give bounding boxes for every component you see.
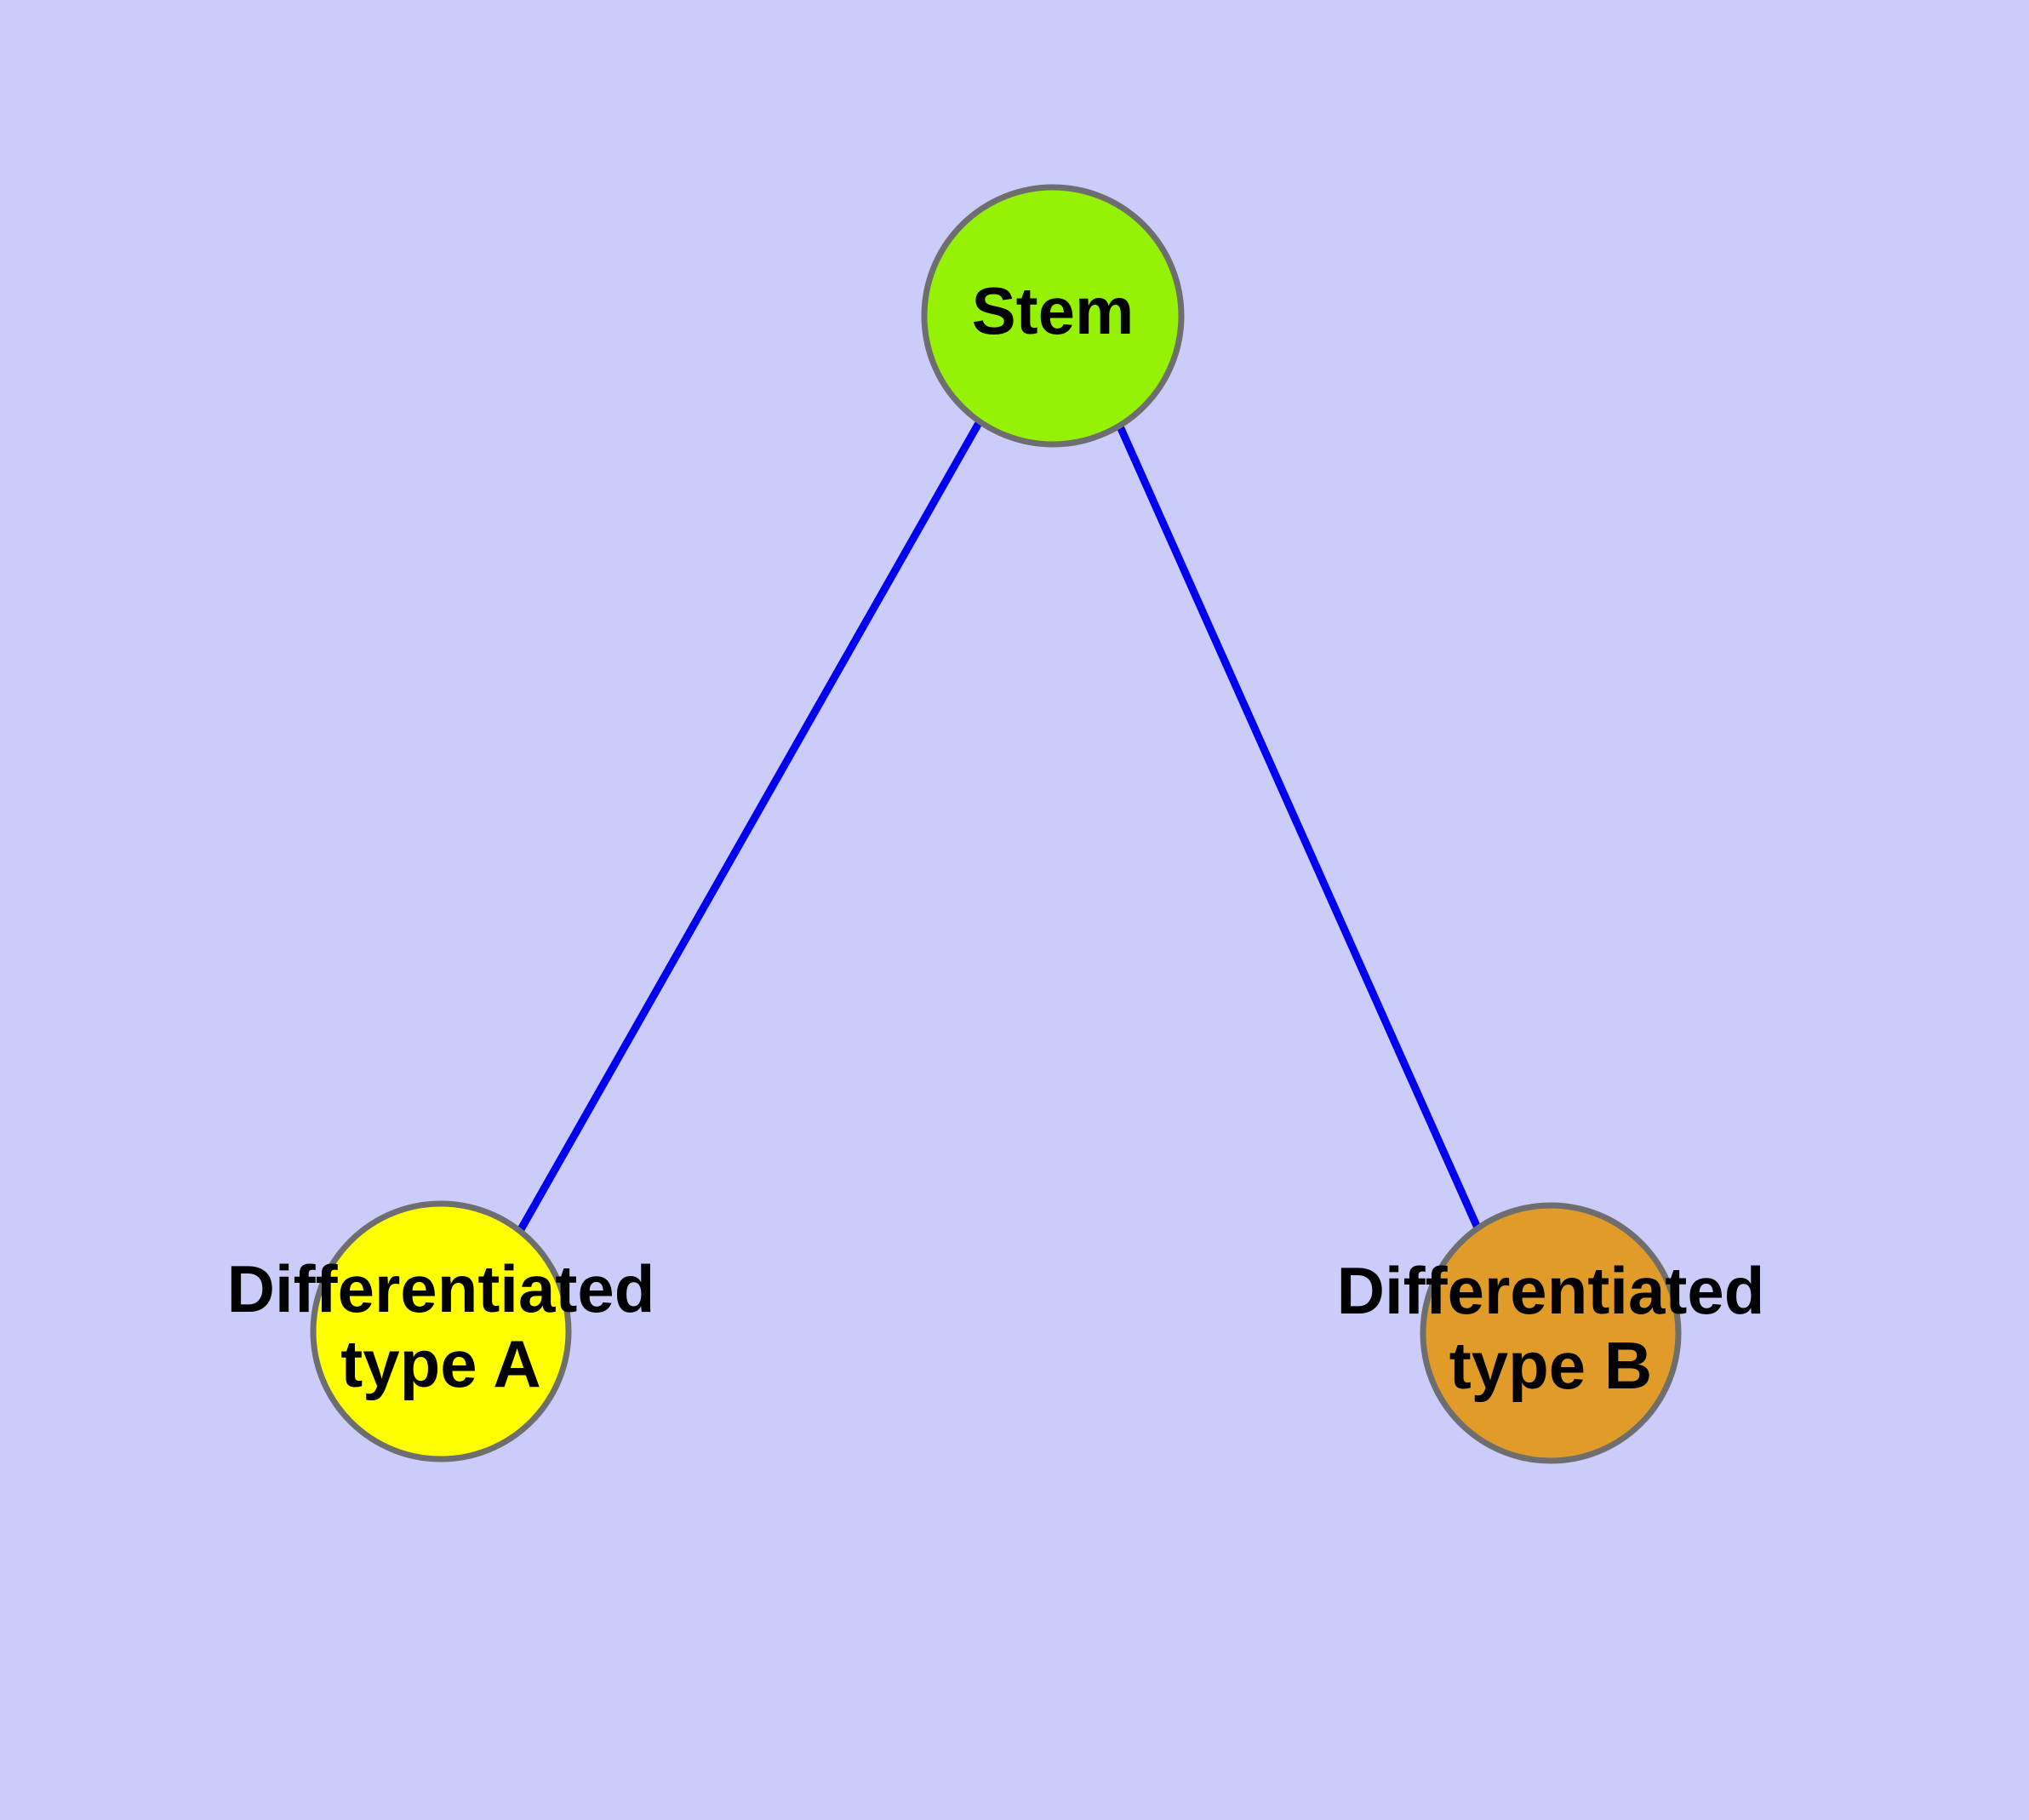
node-label-line: type A (340, 1326, 541, 1401)
node-label-line: type B (1449, 1328, 1652, 1403)
node-label-stem: Stem (972, 273, 1135, 348)
node-label-line: Differentiated (1337, 1253, 1765, 1328)
node-label-line: Stem (972, 273, 1135, 348)
edge-stem-to-diff-a (517, 421, 982, 1233)
node-stem[interactable]: Stem (921, 184, 1185, 448)
node-label-line: Differentiated (227, 1251, 655, 1326)
edges-group (517, 421, 1484, 1235)
node-circle-stem[interactable] (921, 184, 1185, 448)
edge-stem-to-diff-b (1116, 425, 1484, 1235)
node-circle-diff_b[interactable] (1420, 1202, 1682, 1464)
node-circle-diff_a[interactable] (310, 1200, 572, 1462)
